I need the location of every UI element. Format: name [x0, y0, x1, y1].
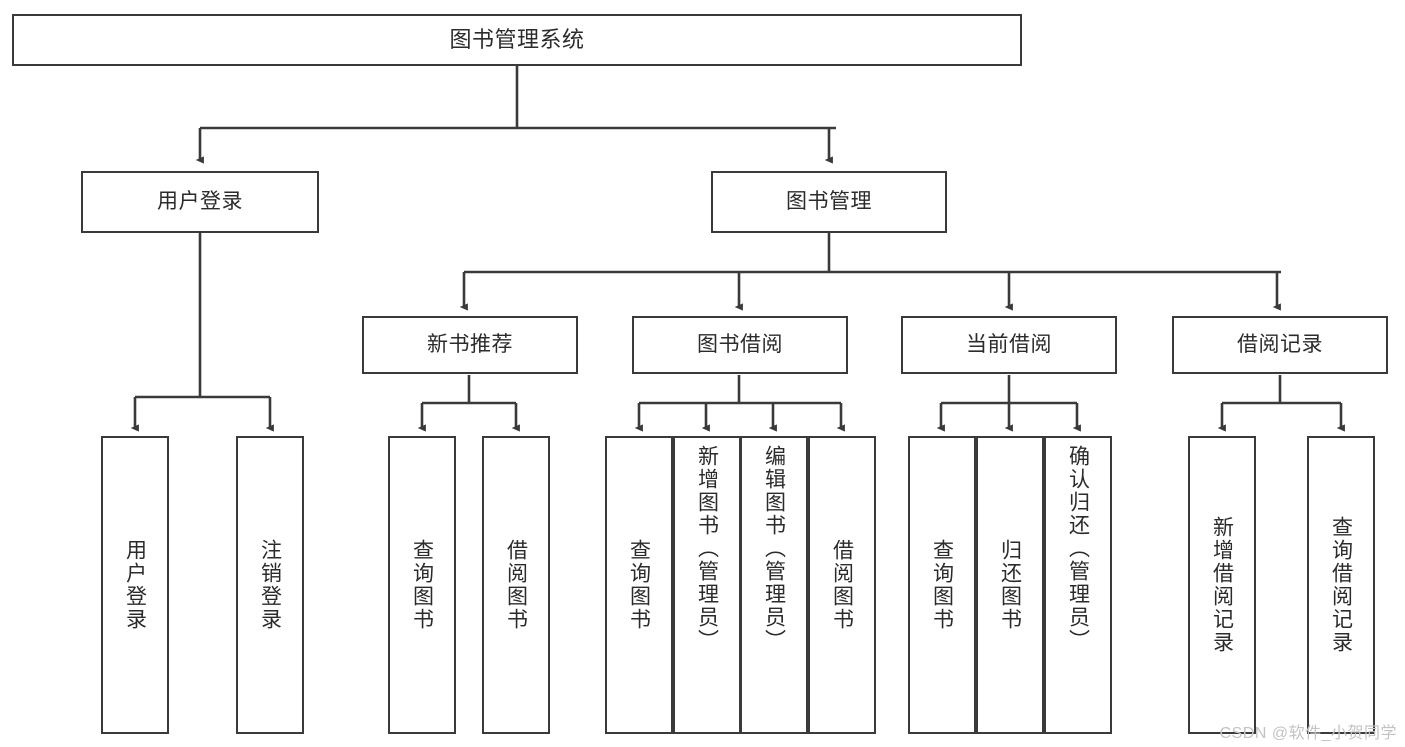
- node-current-borrow[interactable]: 当前借阅: [901, 316, 1117, 374]
- leaf-current-borrow-confirm-label: 确认归还（管理员）: [1066, 445, 1090, 652]
- node-new-book-recommend-label: 新书推荐: [427, 333, 513, 357]
- node-user-login[interactable]: 用户登录: [81, 171, 319, 233]
- leaf-new-book-query-label: 查询图书: [410, 539, 434, 631]
- leaf-current-borrow-confirm[interactable]: 确认归还（管理员）: [1044, 436, 1112, 734]
- leaf-book-borrow-borrow[interactable]: 借阅图书: [808, 436, 876, 734]
- watermark: CSDN @软件_小贺同学: [1219, 725, 1397, 742]
- leaf-user-login-signin-label: 用户登录: [123, 539, 147, 631]
- leaf-current-borrow-query-label: 查询图书: [930, 539, 954, 631]
- node-book-borrow[interactable]: 图书借阅: [632, 316, 848, 374]
- leaf-user-login-signout[interactable]: 注销登录: [236, 436, 304, 734]
- node-book-borrow-label: 图书借阅: [697, 333, 783, 357]
- node-current-borrow-label: 当前借阅: [966, 333, 1052, 357]
- leaf-book-borrow-edit-label: 编辑图书（管理员）: [762, 445, 786, 652]
- leaf-new-book-borrow-label: 借阅图书: [504, 539, 528, 631]
- leaf-borrow-record-query-label: 查询借阅记录: [1329, 516, 1353, 654]
- node-borrow-record-label: 借阅记录: [1237, 333, 1323, 357]
- leaf-book-borrow-query-label: 查询图书: [627, 539, 651, 631]
- node-root-label: 图书管理系统: [449, 26, 585, 52]
- leaf-book-borrow-add[interactable]: 新增图书（管理员）: [673, 436, 741, 734]
- node-new-book-recommend[interactable]: 新书推荐: [362, 316, 578, 374]
- leaf-current-borrow-return[interactable]: 归还图书: [976, 436, 1044, 734]
- leaf-user-login-signout-label: 注销登录: [258, 539, 282, 631]
- node-user-login-label: 用户登录: [157, 190, 243, 214]
- leaf-book-borrow-borrow-label: 借阅图书: [830, 539, 854, 631]
- leaf-user-login-signin[interactable]: 用户登录: [101, 436, 169, 734]
- node-book-management-label: 图书管理: [786, 190, 872, 214]
- leaf-current-borrow-return-label: 归还图书: [998, 539, 1022, 631]
- node-book-management[interactable]: 图书管理: [711, 171, 947, 233]
- leaf-book-borrow-edit[interactable]: 编辑图书（管理员）: [740, 436, 808, 734]
- node-borrow-record[interactable]: 借阅记录: [1172, 316, 1388, 374]
- leaf-new-book-borrow[interactable]: 借阅图书: [482, 436, 550, 734]
- leaf-borrow-record-add-label: 新增借阅记录: [1210, 516, 1234, 654]
- leaf-book-borrow-query[interactable]: 查询图书: [605, 436, 673, 734]
- leaf-borrow-record-add[interactable]: 新增借阅记录: [1188, 436, 1256, 734]
- leaf-book-borrow-add-label: 新增图书（管理员）: [695, 445, 719, 652]
- leaf-borrow-record-query[interactable]: 查询借阅记录: [1307, 436, 1375, 734]
- leaf-new-book-query[interactable]: 查询图书: [388, 436, 456, 734]
- leaf-current-borrow-query[interactable]: 查询图书: [908, 436, 976, 734]
- node-root[interactable]: 图书管理系统: [12, 14, 1022, 66]
